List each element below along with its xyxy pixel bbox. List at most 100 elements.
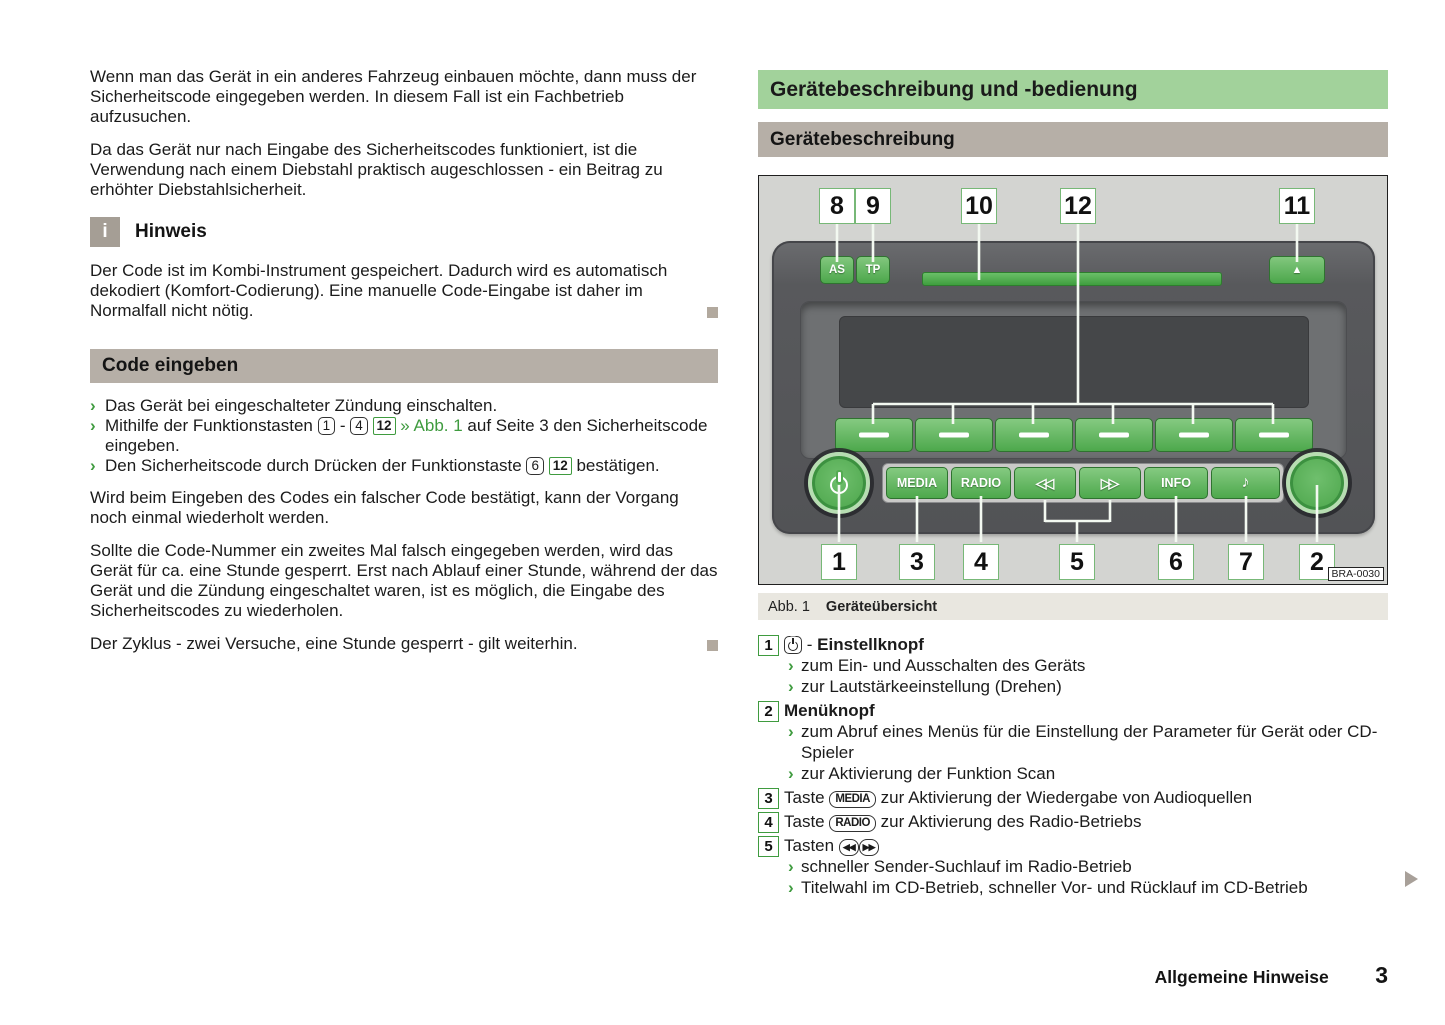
legend-sub-text: zur Aktivierung der Funktion Scan (801, 764, 1056, 783)
legend-item-title: Taste MEDIA zur Aktivierung der Wiederga… (784, 787, 1388, 808)
info-icon: i (90, 217, 120, 247)
tp-button: TP (856, 256, 890, 284)
function-key-1: 1 (317, 417, 336, 435)
note-header: i Hinweis (90, 217, 718, 247)
legend-sub-text: zum Ein- und Ausschalten des Geräts (801, 656, 1086, 675)
step-text: Das Gerät bei eingeschalteter Zündung ei… (105, 396, 498, 415)
legend-sub-item: › zum Abruf eines Menüs für die Einstellu… (788, 721, 1388, 763)
bullet-chevron-icon: › (788, 857, 794, 876)
callout-9: 9 (855, 188, 891, 224)
step-text: auf Seite 3 den Sicherheitscode eingeben… (105, 416, 708, 455)
figure-caption: Abb. 1 Geräteübersicht (758, 593, 1388, 620)
image-code-label: BRA-0030 (1327, 567, 1384, 581)
power-icon (828, 472, 850, 494)
legend-text: zur Aktivierung des Radio-Betriebs (880, 812, 1142, 831)
function-key-6: 6 (526, 457, 544, 475)
step-item: › Den Sicherheitscode durch Drücken der … (90, 456, 718, 476)
device-legend-list: 1 - Einstellknopf ›zum Ein- und Ausschal… (758, 634, 1388, 898)
step-item: › Das Gerät bei eingeschalteter Zündung … (90, 396, 718, 416)
legend-item-2: 2 Menüknopf › zum Abruf eines Menüs für d… (758, 700, 1388, 784)
bullet-chevron-icon: › (90, 396, 96, 415)
callout-7: 7 (1228, 544, 1264, 580)
eject-button: ▲ (1269, 256, 1325, 284)
page-footer: Allgemeine Hinweise 3 (758, 962, 1388, 989)
legend-key-4: 4 (758, 812, 779, 833)
legend-item-1: 1 - Einstellknopf ›zum Ein- und Ausschal… (758, 634, 1388, 697)
callout-4: 4 (963, 544, 999, 580)
function-key (1235, 418, 1313, 452)
paragraph-note-body: Der Code ist im Kombi-Instrument gespeic… (90, 261, 718, 321)
paragraph-cycle: Der Zyklus - zwei Versuche, eine Stunde … (90, 634, 718, 654)
legend-key-5: 5 (758, 836, 779, 857)
media-key: MEDIA (829, 791, 876, 808)
legend-sub-text: Titelwahl im CD-Betrieb, schneller Vor- … (801, 878, 1308, 897)
info-button: INFO (1144, 467, 1208, 499)
function-key (835, 418, 913, 452)
fast-forward-button: ▷▷ (1079, 467, 1141, 499)
bullet-chevron-icon: › (788, 878, 794, 897)
function-keys-row (835, 418, 1313, 452)
legend-item-title: Tasten ◀◀▶▶ (784, 835, 1388, 856)
rewind-key-icon: ◀◀ (838, 839, 859, 856)
power-icon (787, 638, 799, 651)
legend-sub-item: › zum Ein- und Ausschalten des Geräts (788, 655, 1388, 676)
legend-item-title: Taste RADIO zur Aktivierung des Radio-Be… (784, 811, 1388, 832)
media-button: MEDIA (886, 467, 948, 499)
abb1-link[interactable]: » Abb. 1 (400, 416, 463, 435)
bullet-chevron-icon: › (788, 656, 794, 675)
section-end-marker (707, 640, 718, 651)
display-panel (800, 301, 1347, 459)
fast-forward-key-icon: ▶▶ (858, 839, 879, 856)
legend-text: Taste (784, 788, 825, 807)
function-key (995, 418, 1073, 452)
callout-5: 5 (1059, 544, 1095, 580)
callout-8: 8 (819, 188, 855, 224)
callout-10: 10 (961, 188, 997, 224)
menu-knob (1286, 452, 1348, 514)
footer-section-title: Allgemeine Hinweise (1154, 967, 1329, 987)
legend-sep: - (806, 635, 813, 654)
device-diagram: AS TP ▲ (758, 175, 1388, 585)
legend-key-2: 2 (758, 701, 779, 722)
legend-sub-text: zum Abruf eines Menüs für die Einstellun… (801, 722, 1378, 762)
legend-text: zur Aktivierung der Wiedergabe von Audio… (880, 788, 1253, 807)
cycle-text: Der Zyklus - zwei Versuche, eine Stunde … (90, 634, 578, 653)
legend-key-3: 3 (758, 788, 779, 809)
radio-key: RADIO (829, 815, 876, 832)
legend-sub-text: schneller Sender-Suchlauf im Radio-Betri… (801, 857, 1132, 876)
figure-title: Geräteübersicht (825, 598, 938, 615)
note-body-text: Der Code ist im Kombi-Instrument gespeic… (90, 261, 668, 320)
legend-sub-item: ›zur Aktivierung der Funktion Scan (788, 763, 1388, 784)
function-key-12: 12 (548, 457, 572, 475)
legend-item-5: 5 Tasten ◀◀▶▶ › schneller Sender-Suchlauf… (758, 835, 1388, 898)
radio-button: RADIO (951, 467, 1011, 499)
legend-text: Tasten (784, 836, 835, 855)
section-header-code-eingeben: Code eingeben (90, 349, 718, 383)
legend-sub-item: › schneller Sender-Suchlauf im Radio-Betr… (788, 856, 1388, 877)
left-column: Wenn man das Gerät in ein anderes Fahrze… (90, 67, 718, 667)
legend-item-3: 3 Taste MEDIA zur Aktivierung der Wieder… (758, 787, 1388, 809)
music-note-button: ♪ (1211, 467, 1280, 499)
legend-title-text: Einstellknopf (817, 635, 924, 654)
callout-3: 3 (899, 544, 935, 580)
rewind-button: ◁◁ (1014, 467, 1076, 499)
paragraph-lock-hour: Sollte die Code-Nummer ein zweites Mal f… (90, 541, 718, 620)
callout-1: 1 (821, 544, 857, 580)
legend-sub-item: ›zur Lautstärkeeinstellung (Drehen) (788, 676, 1388, 697)
mode-buttons-panel: MEDIA RADIO ◁◁ ▷▷ INFO ♪ (882, 463, 1284, 503)
step-text: bestätigen. (576, 456, 660, 475)
paragraph-wrong-code: Wird beim Eingeben des Codes ein falsche… (90, 488, 679, 527)
bullet-chevron-icon: › (90, 456, 96, 475)
legend-item-4: 4 Taste RADIO zur Aktivierung des Radio-… (758, 811, 1388, 833)
legend-text: Taste (784, 812, 825, 831)
bullet-chevron-icon: › (90, 416, 96, 435)
radio-device: AS TP ▲ (772, 241, 1375, 534)
right-column: Gerätebeschreibung und -bedienung Geräte… (758, 68, 1388, 901)
step-text: Den Sicherheitscode durch Drücken der Fu… (105, 456, 522, 475)
note-title: Hinweis (135, 221, 207, 242)
bullet-chevron-icon: › (788, 722, 794, 741)
legend-item-title: - Einstellknopf (784, 634, 1388, 655)
legend-sub-item: › Titelwahl im CD-Betrieb, schneller Vor-… (788, 877, 1388, 898)
legend-item-title: Menüknopf (784, 701, 875, 720)
